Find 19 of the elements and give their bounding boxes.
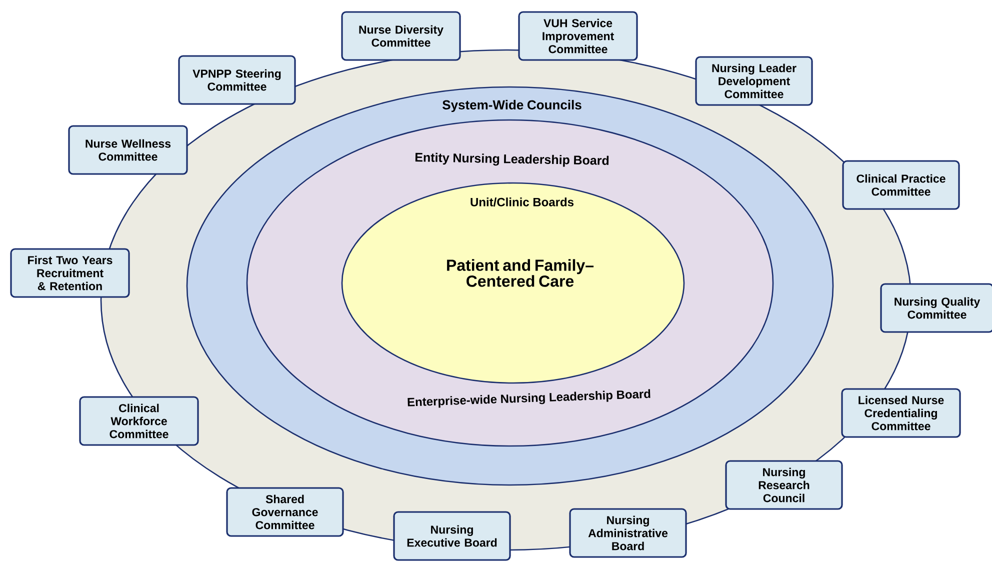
committee-box: VPNPP Steering Committee — [178, 55, 296, 105]
ring-label: Unit/Clinic Boards — [470, 198, 574, 206]
committee-box: Nurse Wellness Committee — [68, 125, 188, 175]
committee-box: Licensed Nurse Credentialing Committee — [841, 388, 961, 438]
ring-label: Patient and Family–Centered Care — [447, 259, 594, 287]
ring-label: Entity Nursing Leadership Board — [415, 152, 609, 167]
committee-box: Shared Governance Committee — [226, 487, 344, 537]
committee-box: Clinical Practice Committee — [842, 160, 960, 210]
committee-box: Clinical Workforce Committee — [79, 396, 199, 446]
committee-box: Nursing Leader Development Committee — [695, 56, 813, 106]
ring-label: System-Wide Councils — [442, 100, 582, 112]
committee-box: Nurse Diversity Committee — [341, 11, 461, 61]
committee-box: VUH Service Improvement Committee — [518, 11, 638, 61]
committee-box: First Two Years Recruitment & Retention — [10, 248, 130, 298]
committee-box: Nursing Research Council — [725, 460, 843, 510]
committee-box: Nursing Administrative Board — [569, 508, 687, 558]
ring-label: Enterprise-wide Nursing Leadership Board — [408, 389, 650, 408]
committee-box: Nursing Quality Committee — [880, 283, 992, 333]
committee-box: Nursing Executive Board — [393, 511, 511, 561]
